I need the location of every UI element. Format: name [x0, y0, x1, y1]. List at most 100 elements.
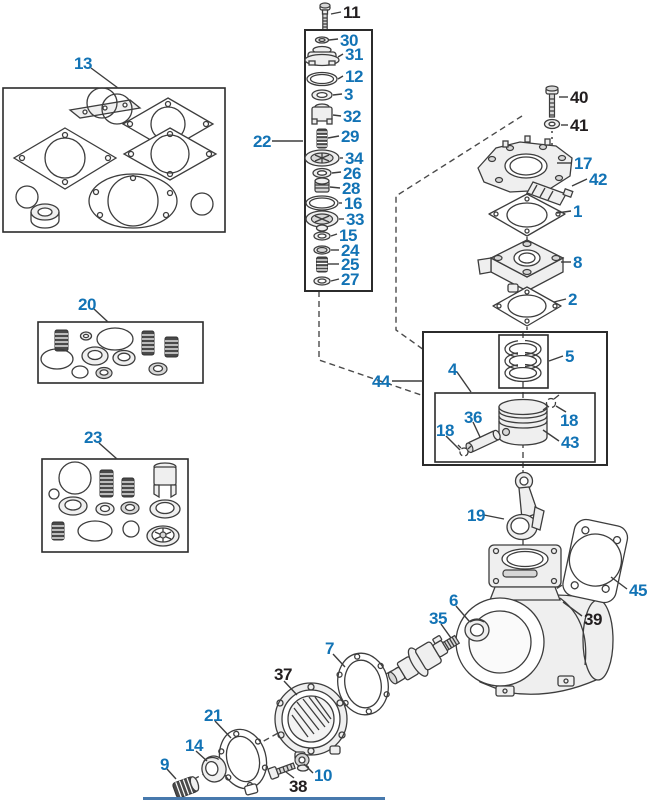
square-gasket-pair — [121, 97, 218, 181]
head-gasket-1 — [488, 193, 566, 237]
callout-2: 2 — [568, 290, 578, 309]
callout-8: 8 — [573, 253, 583, 272]
kit20-seals — [71, 346, 168, 380]
callout-33: 33 — [346, 210, 365, 229]
valve-body-8 — [477, 239, 565, 293]
kit23-dark-springs — [99, 469, 135, 498]
callout-6: 6 — [449, 591, 459, 610]
plunger-28 — [314, 177, 330, 193]
callout-31: 31 — [345, 45, 364, 64]
callout-11: 11 — [343, 3, 361, 22]
callout-41: 41 — [570, 116, 589, 135]
square-gasket-left — [12, 127, 118, 190]
gasket-7 — [336, 652, 390, 716]
callout-19: 19 — [467, 506, 486, 525]
spring-29 — [316, 128, 328, 149]
woodruff-key-35 — [432, 635, 443, 645]
retaining-ring-18-left — [457, 444, 472, 457]
head-assembly — [477, 85, 574, 327]
callout-45: 45 — [629, 581, 648, 600]
callout-1: 1 — [573, 202, 583, 221]
callout-16: 16 — [344, 194, 363, 213]
callout-17: 17 — [574, 154, 593, 173]
crankcase-39 — [455, 544, 614, 697]
seal-14 — [201, 755, 227, 783]
valve-unloader-stack-box-22 — [304, 2, 373, 292]
callout-42: 42 — [589, 170, 608, 189]
piston-rings-5 — [504, 339, 542, 383]
callout-24: 24 — [341, 241, 360, 260]
callout-25: 25 — [341, 255, 360, 274]
valve-seat-33 — [305, 210, 339, 232]
repair-kit-box-20 — [37, 321, 204, 384]
callout-18-right: 18 — [560, 411, 579, 430]
callout-32: 32 — [343, 107, 362, 126]
oil-seal — [30, 203, 60, 229]
callout-7: 7 — [325, 639, 335, 658]
callout-20: 20 — [78, 295, 97, 314]
wrist-pin-36 — [465, 429, 501, 454]
piston-43 — [498, 398, 548, 446]
callout-43: 43 — [561, 433, 580, 452]
callout-23: 23 — [84, 428, 103, 447]
callout-37: 37 — [274, 665, 293, 684]
callout-22: 22 — [253, 132, 272, 151]
fitting-42 — [526, 181, 574, 206]
kit20-dark-springs — [141, 330, 179, 358]
callout-4: 4 — [448, 360, 458, 379]
callout-28: 28 — [342, 179, 361, 198]
gasket-21 — [218, 728, 269, 796]
cover-plate-45 — [562, 518, 629, 604]
end-cover-37 — [274, 682, 348, 761]
callout-9: 9 — [160, 755, 170, 774]
cylinder-head-17 — [477, 135, 573, 193]
unloader-kit-box-23 — [41, 458, 189, 553]
retaining-ring-18-right — [542, 394, 560, 411]
kit23-seals — [58, 496, 181, 519]
unloader-body-32 — [311, 103, 333, 125]
callout-26: 26 — [343, 164, 362, 183]
callout-18-left: 18 — [436, 421, 455, 440]
crankshaft — [387, 634, 461, 685]
callout-29: 29 — [341, 127, 360, 146]
kit23-bottom-row — [51, 520, 180, 547]
plug-9 — [172, 776, 200, 799]
callout-30: 30 — [340, 31, 359, 50]
callout-40: 40 — [570, 88, 589, 107]
callout-21: 21 — [204, 706, 223, 725]
callout-38: 38 — [289, 777, 308, 796]
connecting-rod-19 — [506, 471, 545, 541]
washer-41 — [543, 118, 561, 130]
bearing-6 — [464, 618, 490, 642]
callout-3: 3 — [344, 85, 354, 104]
screw-11 — [319, 2, 331, 31]
nut-10 — [294, 752, 310, 772]
callout-12: 12 — [345, 67, 364, 86]
callout-36: 36 — [464, 408, 483, 427]
callout-10: 10 — [314, 766, 333, 785]
kit20-spring — [54, 329, 69, 352]
gasket-kit-box-13 — [2, 87, 226, 233]
round-gasket — [88, 173, 178, 229]
callout-34: 34 — [345, 149, 364, 168]
callout-14: 14 — [185, 736, 204, 755]
spring-25 — [316, 256, 328, 273]
base-gasket-2 — [492, 286, 562, 327]
callout-5: 5 — [565, 347, 575, 366]
callout-39: 39 — [584, 610, 603, 629]
reed-plate — [68, 99, 142, 119]
kit23-plunger — [153, 462, 177, 499]
callout-15: 15 — [339, 226, 358, 245]
bolt-38 — [267, 762, 296, 780]
callout-27: 27 — [341, 270, 360, 289]
piston-kit-44 — [422, 331, 608, 466]
valve-seat-34 — [304, 149, 340, 167]
bottom-blue-bar — [143, 797, 385, 800]
unloader-cap-31 — [304, 45, 340, 67]
callout-13: 13 — [74, 54, 93, 73]
callout-35: 35 — [429, 609, 448, 628]
leader-lines — [90, 11, 628, 780]
callout-44: 44 — [372, 372, 391, 391]
